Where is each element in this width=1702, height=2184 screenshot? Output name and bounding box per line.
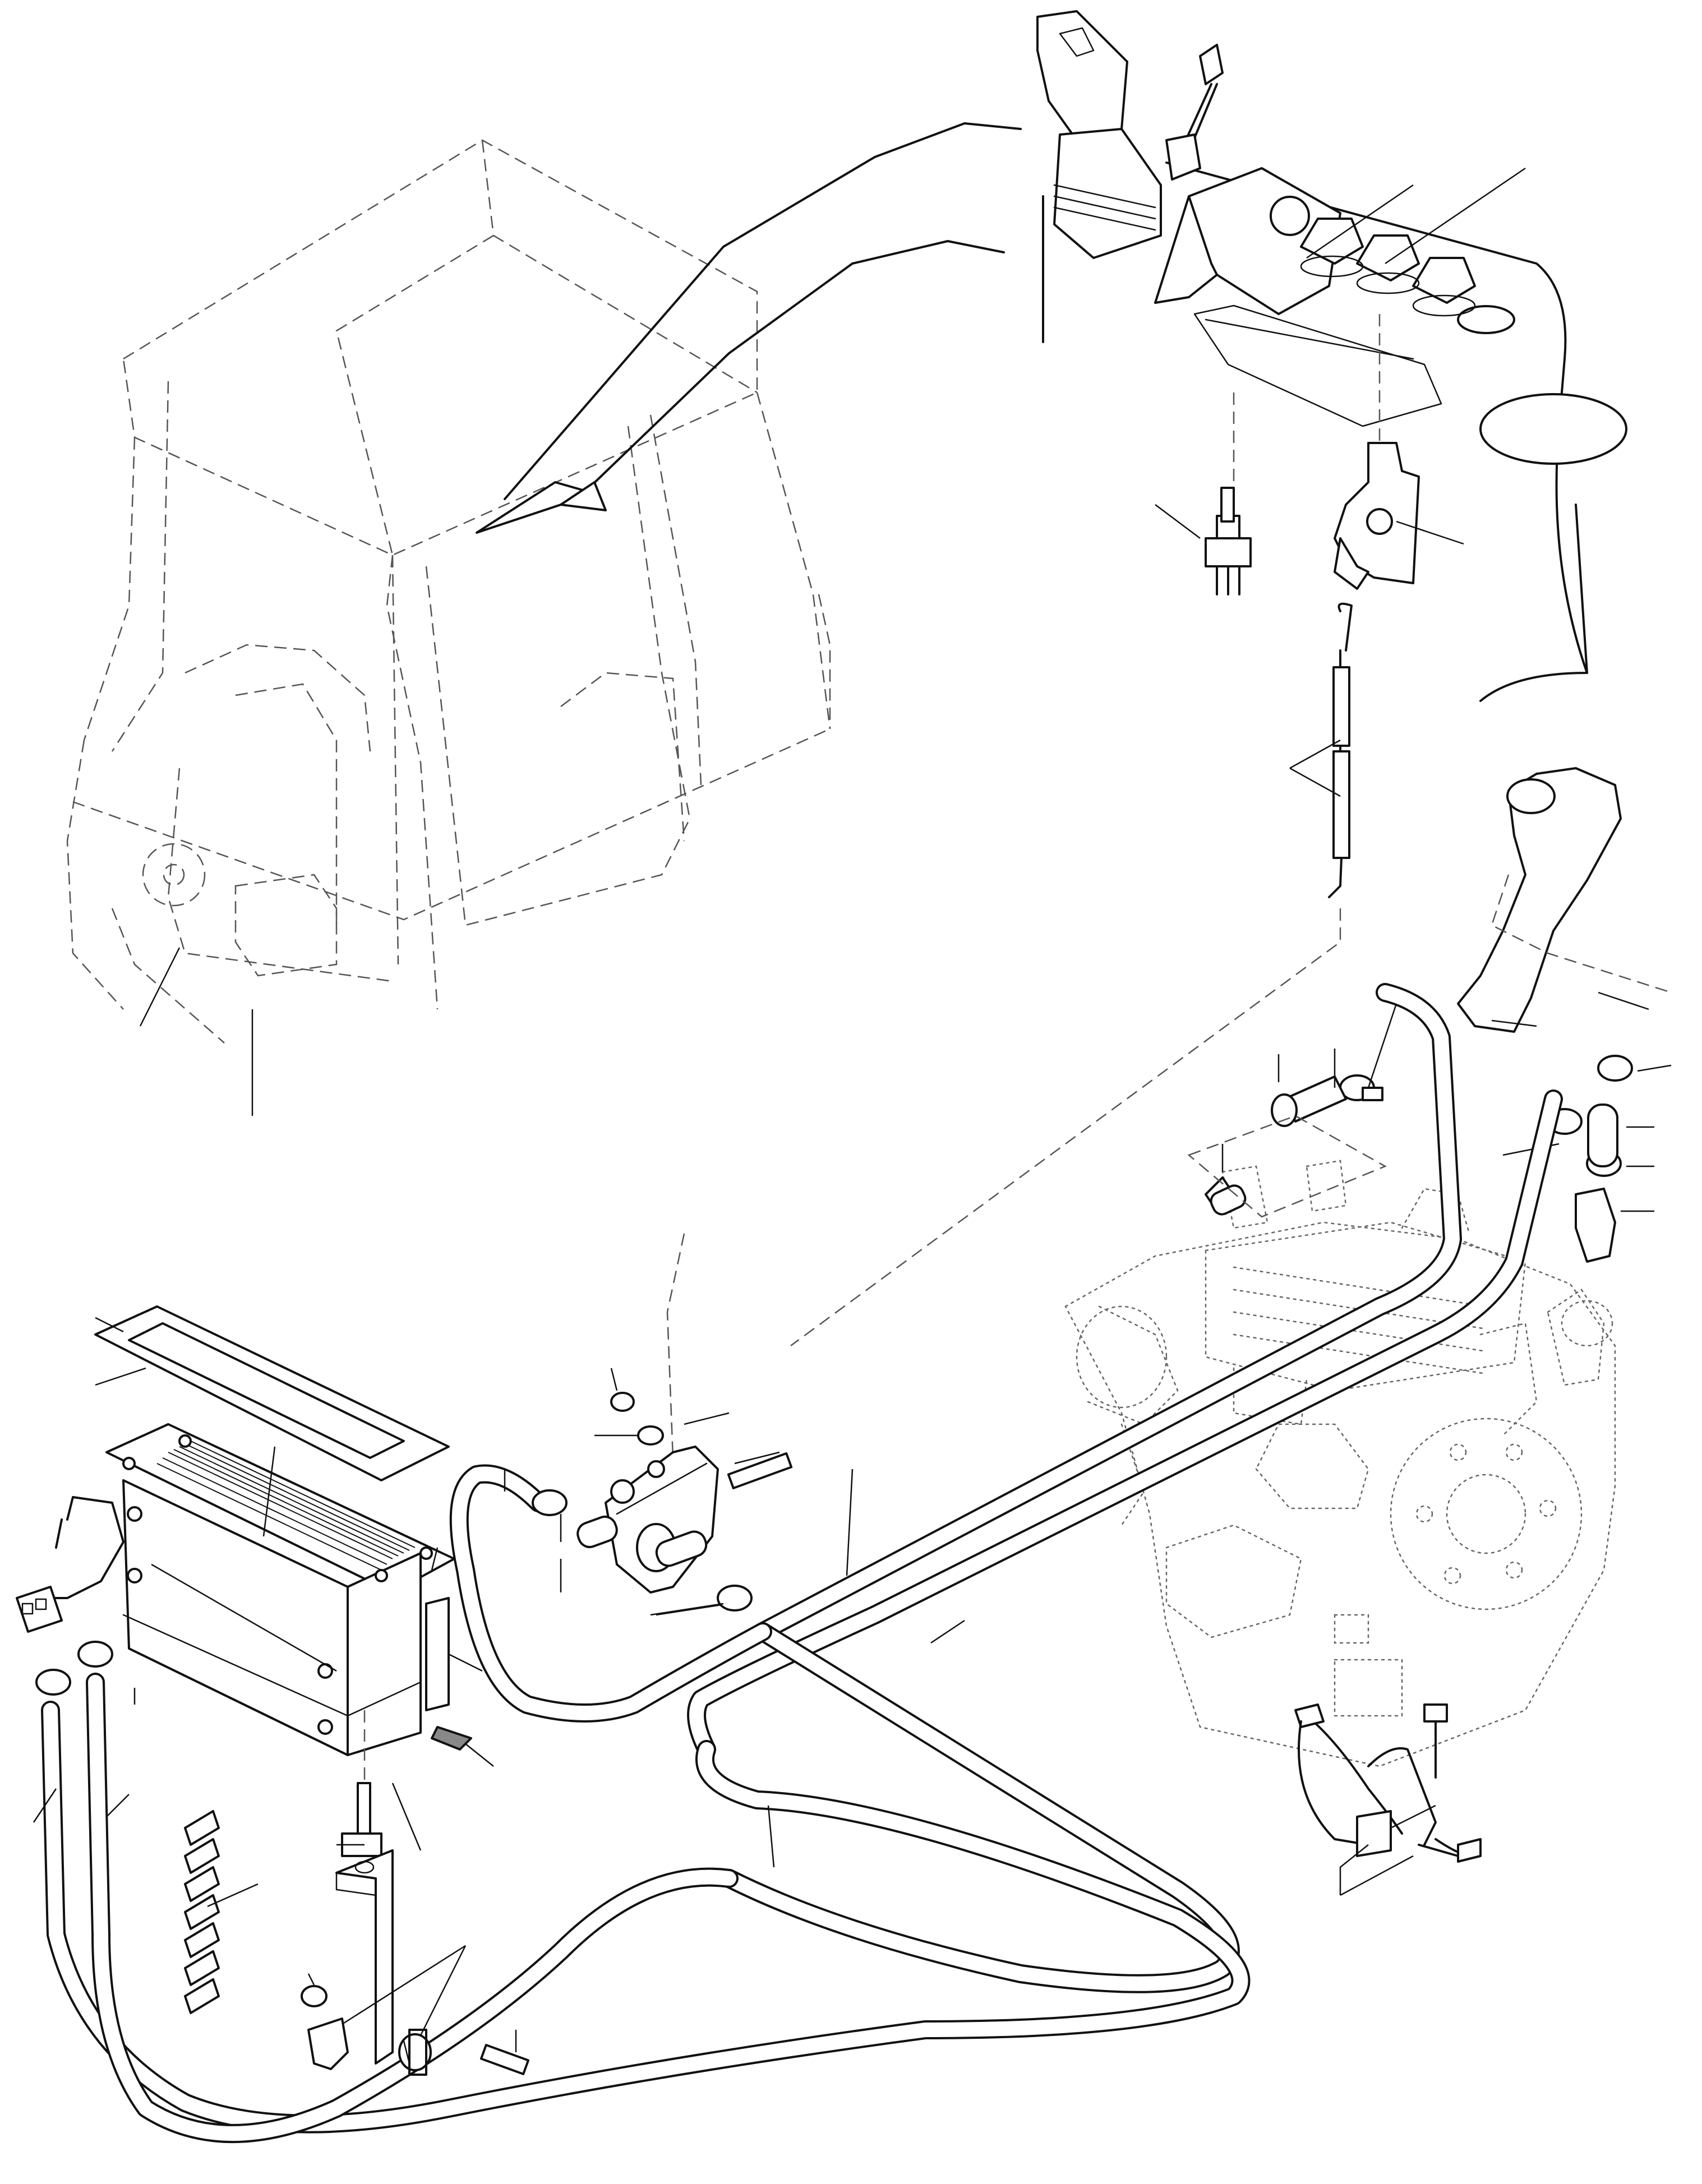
hose-connector xyxy=(1575,1103,1618,1263)
joystick xyxy=(1036,10,1224,259)
heater-unit xyxy=(105,1423,494,1851)
hose-leaders xyxy=(33,1469,965,1868)
heater-mount-bolt xyxy=(336,1710,382,1857)
push-switch xyxy=(1205,393,1252,595)
heater-valve-fitting xyxy=(1187,1075,1387,1218)
heater-wiring-connector xyxy=(16,1496,124,1633)
throttle-cable xyxy=(790,649,1350,1347)
heater-filter-frame xyxy=(94,1305,450,1481)
routing-arrows xyxy=(476,122,1022,534)
throttle-lever-switch xyxy=(1334,314,1420,652)
engine-block xyxy=(1064,1160,1616,1767)
mounting-bracket xyxy=(301,1849,530,2076)
spiral-wrap xyxy=(184,1810,259,2014)
cab-outline xyxy=(66,139,831,1116)
heater-hoses xyxy=(41,983,1563,2143)
cable-ties xyxy=(1294,1703,1482,1896)
rotary-knobs xyxy=(1300,218,1476,317)
leader-lines xyxy=(1155,167,1672,1212)
heater-fins xyxy=(156,1440,416,1571)
heater-hose-clamps xyxy=(35,1641,113,1696)
heater-valve xyxy=(532,1233,793,1616)
intake-hose xyxy=(1457,767,1672,1033)
control-console xyxy=(1042,161,1627,702)
